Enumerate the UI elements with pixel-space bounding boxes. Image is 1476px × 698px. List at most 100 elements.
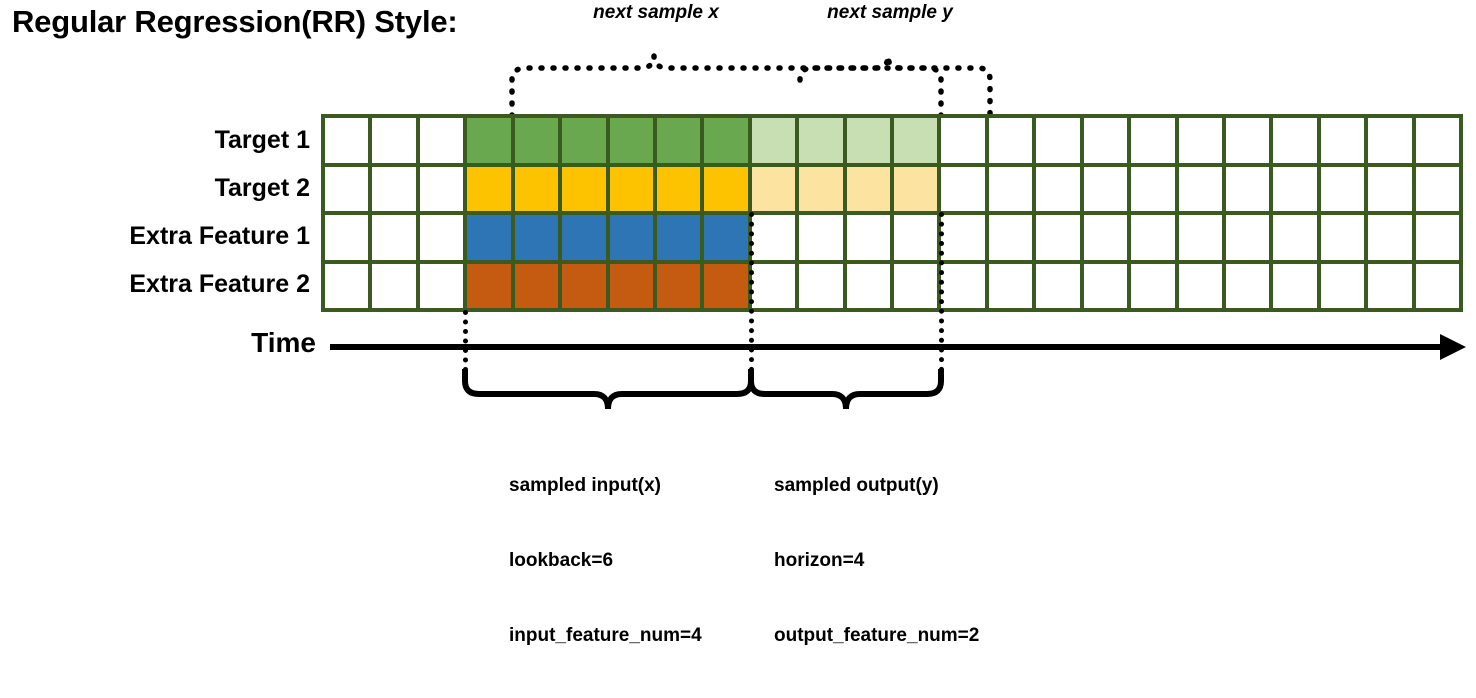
- cell-input: [656, 118, 701, 163]
- cell-input: [514, 215, 559, 260]
- caption-input-line-1: sampled input(x): [509, 475, 662, 496]
- cell: [372, 215, 416, 260]
- cell-input: [609, 166, 653, 211]
- cell: [1131, 118, 1175, 163]
- cell: [941, 118, 985, 163]
- cell: [751, 215, 796, 260]
- cell: [988, 118, 1033, 163]
- cell: [419, 263, 464, 308]
- time-axis-label: Time: [251, 327, 316, 358]
- cell: [372, 166, 416, 211]
- cell: [1036, 166, 1080, 211]
- cell: [1273, 166, 1317, 211]
- cell-input: [704, 215, 748, 260]
- diagram-canvas: Regular Regression(RR) Style: next sampl…: [12, 2, 1466, 646]
- cell: [799, 263, 843, 308]
- cell-input: [656, 263, 701, 308]
- cell: [1415, 166, 1460, 211]
- cell: [1131, 166, 1175, 211]
- cell: [988, 215, 1033, 260]
- cell: [988, 263, 1033, 308]
- cell-input: [609, 215, 653, 260]
- caption-sampled-input: sampled input(x) lookback=6 input_featur…: [509, 423, 702, 698]
- cell: [1226, 166, 1270, 211]
- cell: [1320, 263, 1365, 308]
- cell: [988, 166, 1033, 211]
- cell: [1415, 263, 1460, 308]
- row-label-target-1: Target 1: [214, 126, 310, 154]
- cell: [1226, 118, 1270, 163]
- timeline-grid: [321, 114, 1463, 312]
- cell: [372, 118, 416, 163]
- cell: [1036, 118, 1080, 163]
- cell-output: [846, 118, 891, 163]
- cell-output: [799, 118, 843, 163]
- cell: [894, 263, 938, 308]
- cell: [325, 118, 369, 163]
- cell: [1178, 263, 1223, 308]
- cell-output: [846, 166, 891, 211]
- cell: [1131, 263, 1175, 308]
- guide-output-end: [939, 212, 944, 372]
- cell-output: [751, 166, 796, 211]
- cell-output: [894, 166, 938, 211]
- cell: [1368, 118, 1412, 163]
- grid-row-target-2: [325, 166, 1460, 211]
- cell-input: [609, 263, 653, 308]
- cell-output: [799, 166, 843, 211]
- caption-output-line-3: output_feature_num=2: [774, 625, 980, 646]
- cell: [1415, 118, 1460, 163]
- cell: [1320, 118, 1365, 163]
- cell: [846, 215, 891, 260]
- cell: [1320, 215, 1365, 260]
- cell: [372, 263, 416, 308]
- cell: [1178, 215, 1223, 260]
- cell: [941, 166, 985, 211]
- guide-input-start: [463, 310, 468, 372]
- cell: [1320, 166, 1365, 211]
- cell: [1226, 215, 1270, 260]
- cell: [1178, 166, 1223, 211]
- cell: [1273, 118, 1317, 163]
- cell-input: [467, 118, 511, 163]
- grid-row-target-1: [325, 118, 1460, 163]
- cell: [751, 263, 796, 308]
- label-next-sample-y: next sample y: [827, 2, 953, 23]
- label-next-sample-x: next sample x: [593, 2, 719, 23]
- cell: [419, 166, 464, 211]
- cell: [1415, 215, 1460, 260]
- caption-output-line-2: horizon=4: [774, 550, 865, 571]
- cell-input: [656, 166, 701, 211]
- cell: [1083, 166, 1128, 211]
- cell-input: [562, 215, 606, 260]
- cell-input: [467, 166, 511, 211]
- caption-output-line-1: sampled output(y): [774, 475, 939, 496]
- caption-sampled-output: sampled output(y) horizon=4 output_featu…: [774, 423, 979, 698]
- cell: [1178, 118, 1223, 163]
- grid-row-extra-feature-1: [325, 215, 1460, 260]
- guide-input-end: [749, 212, 754, 372]
- page-title: Regular Regression(RR) Style:: [12, 4, 458, 39]
- cell: [941, 215, 985, 260]
- caption-input-line-2: lookback=6: [509, 550, 614, 571]
- cell: [325, 166, 369, 211]
- cell: [1131, 215, 1175, 260]
- cell-input: [562, 263, 606, 308]
- row-label-extra-feature-1: Extra Feature 1: [129, 222, 310, 250]
- cell: [1083, 215, 1128, 260]
- cell-input: [467, 215, 511, 260]
- cell-input: [514, 118, 559, 163]
- cell: [1083, 263, 1128, 308]
- cell: [846, 263, 891, 308]
- cell-input: [609, 118, 653, 163]
- cell-output: [894, 118, 938, 163]
- cell: [941, 263, 985, 308]
- cell-input: [562, 166, 606, 211]
- cell: [799, 215, 843, 260]
- cell: [1226, 263, 1270, 308]
- cell: [325, 215, 369, 260]
- cell: [1273, 215, 1317, 260]
- cell-input: [704, 166, 748, 211]
- cell-input: [704, 263, 748, 308]
- cell-input: [656, 215, 701, 260]
